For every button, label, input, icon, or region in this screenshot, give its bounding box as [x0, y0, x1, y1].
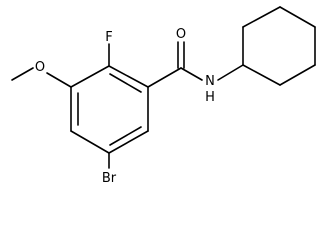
ring-bond-c1-c2 [108, 65, 149, 88]
carbonyl-oxygen-label: O [176, 27, 186, 42]
bond-c3-methoxy-oxygen [46, 72, 72, 88]
fluorine-label: F [105, 30, 112, 45]
benzene-ring [70, 65, 149, 154]
cyclohexane-bond-6 [242, 64, 281, 86]
bond-nitrogen-cyclohexyl [217, 64, 244, 81]
bond-carbonyl-carbon-nitrogen [180, 67, 203, 81]
cyclohexane-ring [242, 6, 316, 86]
ring-bond-c5-c6 [108, 130, 149, 154]
methoxy-oxygen-label: O [35, 60, 45, 75]
bromine-label: Br [102, 171, 117, 186]
ring-bond-c2-c3 [70, 65, 110, 88]
amide-nitrogen-label: N [205, 74, 215, 89]
amide-hydrogen-label: H [205, 90, 215, 105]
cyclohexane-bond-5 [279, 64, 316, 86]
cyclohexane-bond-3 [279, 6, 316, 28]
chemical-structure: O F O N H Br [11, 6, 316, 186]
bond-c1-carbonyl-carbon [147, 67, 182, 88]
bond-methoxy-oxygen-methyl [11, 67, 34, 81]
ring-bond-c4-c5 [70, 130, 110, 154]
ring-double-bond-c1-c2 [109, 73, 142, 93]
ring-double-bond-c5-c6 [109, 126, 142, 146]
cyclohexane-bond-2 [242, 6, 281, 28]
